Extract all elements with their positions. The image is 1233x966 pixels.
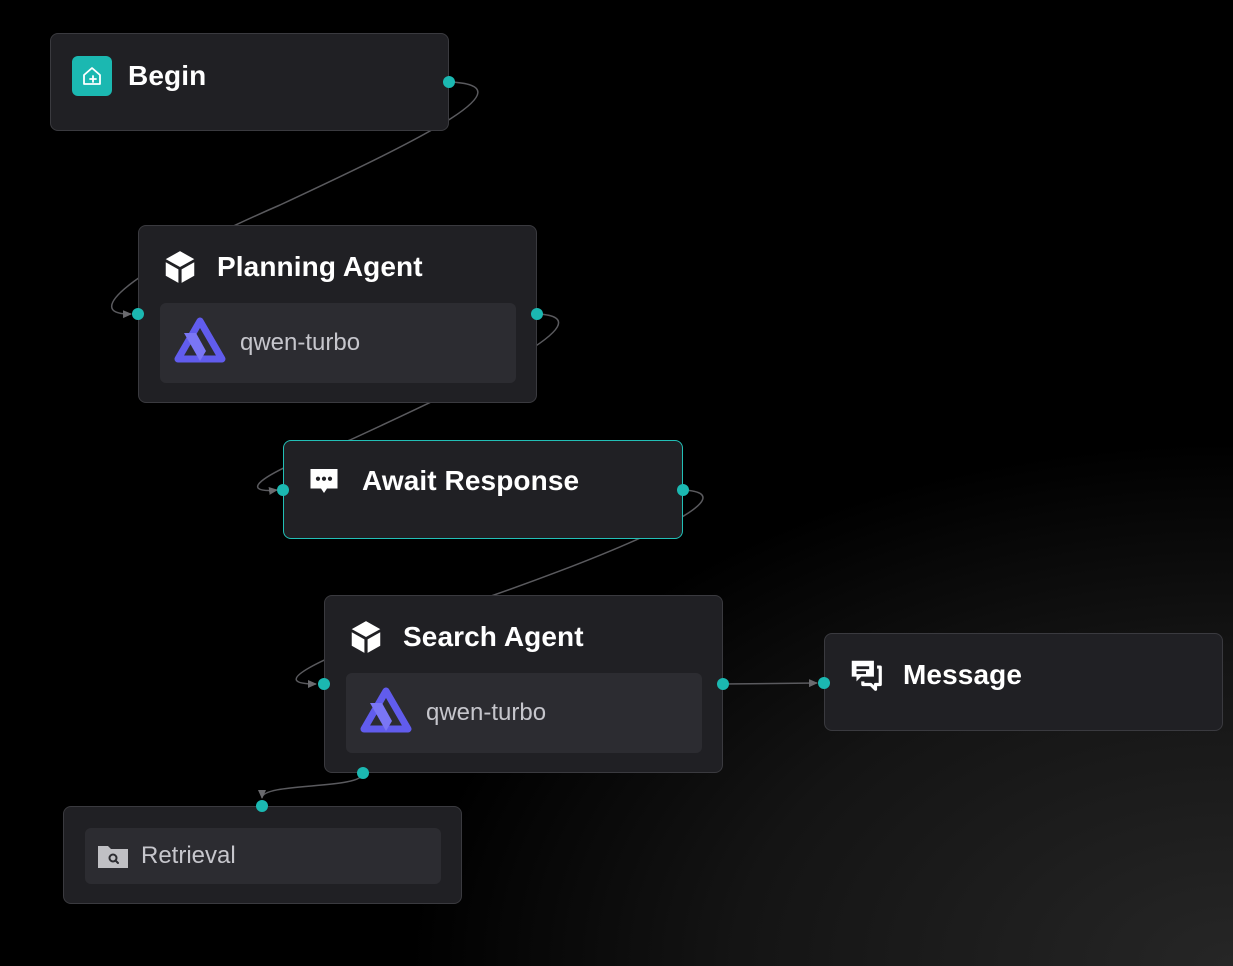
node-title: Search Agent xyxy=(403,621,584,652)
model-label: qwen-turbo xyxy=(426,699,547,726)
qwen-logo-icon xyxy=(170,313,230,373)
message-bubbles-icon xyxy=(847,656,885,694)
planning-agent-input-handle[interactable] xyxy=(132,308,144,320)
node-title: Begin xyxy=(128,60,207,91)
agent-cube-icon xyxy=(347,618,385,656)
begin-output-handle[interactable] xyxy=(443,76,455,88)
tool-label: Retrieval xyxy=(141,842,236,869)
search-agent-output-handle[interactable] xyxy=(717,678,729,690)
node-retrieval-tools[interactable]: Retrieval xyxy=(63,806,462,904)
edge-search-agent-to-retrieval[interactable] xyxy=(258,772,364,799)
await-response-output-handle[interactable] xyxy=(677,484,689,496)
qwen-logo-icon xyxy=(356,683,416,743)
edge-search-agent-to-message[interactable] xyxy=(722,679,818,688)
model-row[interactable]: qwen-turbo xyxy=(346,673,702,753)
model-row[interactable]: qwen-turbo xyxy=(160,303,516,383)
node-title: Planning Agent xyxy=(217,251,423,282)
model-label: qwen-turbo xyxy=(240,329,361,356)
chat-dots-icon xyxy=(306,463,342,499)
search-agent-tool-handle[interactable] xyxy=(357,767,369,779)
node-begin[interactable]: Begin xyxy=(50,33,449,131)
retrieval-input-handle[interactable] xyxy=(256,800,268,812)
folder-search-icon xyxy=(97,843,129,869)
tool-row-retrieval[interactable]: Retrieval xyxy=(85,828,441,884)
node-planning-agent[interactable]: Planning Agent qwen-turbo xyxy=(138,225,537,403)
node-message[interactable]: Message xyxy=(824,633,1223,731)
await-response-input-handle[interactable] xyxy=(277,484,289,496)
agent-cube-icon xyxy=(161,248,199,286)
planning-agent-output-handle[interactable] xyxy=(531,308,543,320)
node-await-response[interactable]: Await Response xyxy=(283,440,683,539)
home-plus-icon xyxy=(72,56,112,96)
node-title: Message xyxy=(903,659,1022,690)
search-agent-input-handle[interactable] xyxy=(318,678,330,690)
node-search-agent[interactable]: Search Agent qwen-turbo xyxy=(324,595,723,773)
message-input-handle[interactable] xyxy=(818,677,830,689)
node-title: Await Response xyxy=(362,465,580,496)
